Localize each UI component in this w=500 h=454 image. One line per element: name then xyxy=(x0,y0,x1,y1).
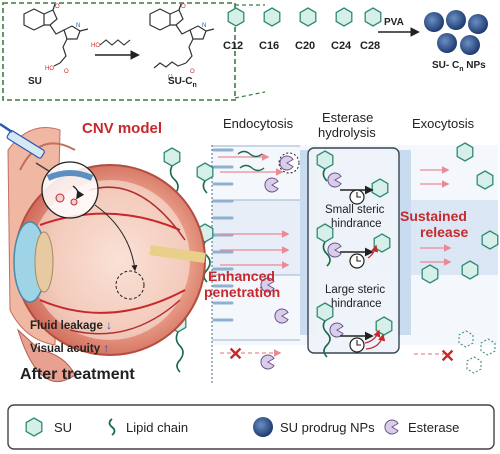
internalized-chains xyxy=(237,150,265,172)
legend-nps-label: SU prodrug NPs xyxy=(280,420,375,435)
syringe-icon xyxy=(0,122,61,179)
large-hindrance-label-1: Large steric xyxy=(325,284,386,296)
svg-text:N: N xyxy=(202,23,206,29)
lesion-marker xyxy=(115,270,145,300)
penetration-label: penetration xyxy=(204,284,281,300)
chain-variant-hexagon xyxy=(299,7,317,27)
su-cn-label: SU-Cn xyxy=(168,76,197,89)
chain-label-c20: C20 xyxy=(295,40,316,52)
up-arrow-icon: ↑ xyxy=(103,343,110,355)
synthesis-box xyxy=(2,2,236,101)
small-hindrance-label-1: Small steric xyxy=(325,204,385,216)
sustained-label: Sustained xyxy=(400,208,467,224)
exocytosis-molecules: ✕ xyxy=(414,142,499,374)
chain-label-c28: C28 xyxy=(360,40,381,52)
esterase-label: Esterase xyxy=(322,110,374,125)
enhanced-label: Enhanced xyxy=(208,268,275,284)
small-hindrance-label-2: hindrance xyxy=(331,218,382,230)
hydrolysis-rows xyxy=(316,150,393,358)
svg-text:HO: HO xyxy=(45,66,54,72)
blocked-icon: ✕ xyxy=(440,346,455,366)
svg-text:O: O xyxy=(190,69,195,75)
chain-label-c16: C16 xyxy=(259,40,280,52)
legend-su-label: SU xyxy=(54,420,73,435)
down-arrow-icon: ↓ xyxy=(106,320,112,332)
legend-su-icon xyxy=(25,417,43,437)
chain-label-c24: C24 xyxy=(331,40,352,52)
su-label: SU xyxy=(28,76,42,87)
esterase-panel xyxy=(307,147,400,354)
endocytosis-label: Endocytosis xyxy=(223,116,294,131)
connector-bottom xyxy=(234,91,266,99)
fluid-leakage-label: Fluid leakage ↓ xyxy=(30,320,112,332)
after-treatment-label: After treatment xyxy=(20,366,135,383)
reagent-chain xyxy=(99,39,131,46)
chain-variant-hexagon xyxy=(227,7,245,27)
chain-variant-hexagon xyxy=(335,7,353,27)
release-label: release xyxy=(420,224,469,240)
large-hindrance-label-2: hindrance xyxy=(331,298,382,310)
svg-text:O: O xyxy=(64,69,69,75)
cnv-model-label: CNV model xyxy=(82,120,163,137)
uptake-arrows xyxy=(218,153,290,357)
legend-box xyxy=(7,404,495,450)
legend-esterase-label: Esterase xyxy=(408,420,460,435)
chain-variant-hexagon xyxy=(364,7,382,27)
svg-text:( ): ( ) xyxy=(168,74,173,80)
hydrolysis-label: hydrolysis xyxy=(318,125,376,140)
chain-variants xyxy=(227,7,382,27)
chain-label-c12: C12 xyxy=(223,40,244,52)
legend-lipid-label: Lipid chain xyxy=(126,420,189,435)
svg-text:HO: HO xyxy=(91,43,100,49)
su-structure xyxy=(23,3,89,67)
legend-lipid-icon xyxy=(108,418,116,436)
svg-text:N: N xyxy=(76,23,80,29)
nanoparticles xyxy=(424,10,488,55)
chain-variant-hexagon xyxy=(263,7,281,27)
visual-acuity-label: Visual acuity ↑ xyxy=(30,343,110,355)
microvilli xyxy=(212,148,234,322)
su-cn-structure xyxy=(149,3,215,69)
svg-text:O: O xyxy=(181,4,186,10)
legend-np-icon xyxy=(253,417,273,437)
blocked-icon: ✕ xyxy=(228,344,243,364)
np-label: SU- Cn NPs xyxy=(432,60,486,73)
svg-text:O: O xyxy=(55,4,60,10)
esterase-icon xyxy=(260,354,275,370)
exocytosis-label: Exocytosis xyxy=(412,116,475,131)
pva-label: PVA xyxy=(384,17,404,28)
